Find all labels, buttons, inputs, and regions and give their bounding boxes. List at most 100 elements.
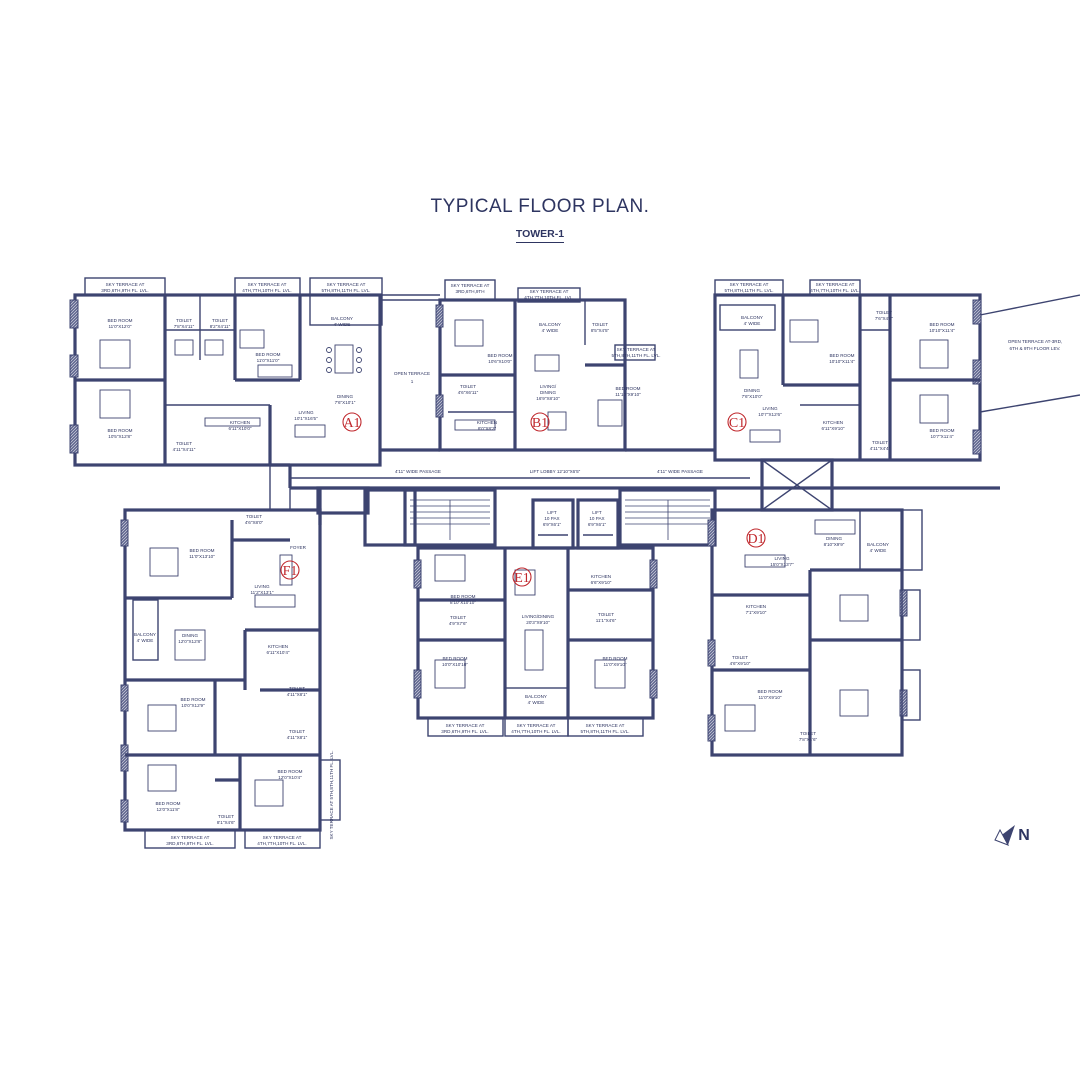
room-label-e1-bed1-line-1: 8'10"X10'10" <box>450 600 476 605</box>
room-label-d1-toilet2-line-0: TOILET <box>800 731 816 736</box>
north-arrow-icon: N <box>994 825 1030 846</box>
terrace-c1-left-1: SKY TERRACE AT <box>730 282 769 287</box>
stair-right <box>625 499 710 540</box>
room-label-c1-bed3-line-0: BED ROOM <box>929 428 954 433</box>
plan-title: TYPICAL FLOOR PLAN. <box>430 196 650 217</box>
room-label-a1-toilet3-line-0: TOILET <box>176 441 192 446</box>
terrace-b1-left-2: 3RD,6TH,9TH <box>455 289 484 294</box>
open-terrace-number: 1 <box>411 379 414 384</box>
room-label-f1-toilet2-line-1: 4'11"X8'1" <box>287 692 308 697</box>
lift-1-size: 6'9"X6'1" <box>543 522 562 527</box>
room-label-b1-toilet1-line-1: 8'5"X4'5" <box>591 328 610 333</box>
room-label-b1-bed2-line-1: 11'10"X9'10" <box>615 392 641 397</box>
terrace-a1-mid-2: 4TH,7TH,10TH FL. LVL. <box>242 288 291 293</box>
room-label-d1-dining-line-0: DINING <box>826 536 843 541</box>
room-label-f1-foyer-line-0: FOYER <box>290 545 307 550</box>
room-label-a1-toilet1-line-0: TOILET <box>176 318 192 323</box>
room-label-a1-bed1-line-1: 11'0"X12'0" <box>108 324 131 329</box>
room-label-f1-toilet4-line-0: TOILET <box>218 814 234 819</box>
room-label-e1-balcony-line-0: BALCONY <box>525 694 547 699</box>
room-label-b1-balcony-line-0: BALCONY <box>539 322 561 327</box>
room-label-b1-bed1-line-1: 10'6"X10'0" <box>488 359 512 364</box>
room-label-f1-kitchen-line-1: 6'11"X10'4" <box>266 650 289 655</box>
room-label-b1-bed1-line-0: BED ROOM <box>487 353 512 358</box>
terrace-a1-mid-1: SKY TERRACE AT <box>248 282 287 287</box>
room-label-f1-balcony-line-0: BALCONY <box>134 632 156 637</box>
room-label-b1-kitchen-line-1: 6'0"X8'2" <box>478 426 497 431</box>
room-label-e1-living-line-0: LIVING/DINING <box>522 614 555 619</box>
passage-left-label: 4'11" WIDE PASSAGE <box>395 469 441 474</box>
unit-b1-marker: B1 <box>530 412 550 432</box>
lift-2-label: LIFT <box>592 510 602 515</box>
terrace-e1-2: SKY TERRACE AT <box>517 723 556 728</box>
room-label-f1-toilet1-line-0: TOILET <box>246 514 262 519</box>
room-label-a1-toilet1-line-1: 7'8"X4'11" <box>174 324 195 329</box>
room-label-c1-balcony-line-1: 4' WIDE <box>744 321 761 326</box>
room-label-b1-sky-line-0: SKY TERRACE AT <box>617 347 656 352</box>
room-label-b1-toilet1-line-0: TOILET <box>592 322 608 327</box>
terrace-f1-2b: 4TH,7TH,10TH FL. LVL. <box>257 841 306 846</box>
terrace-a1-right-1: SKY TERRACE AT <box>327 282 366 287</box>
plan-subtitle: TOWER-1 <box>0 228 1080 243</box>
unit-e1-marker: E1 <box>512 567 532 587</box>
tower-label: TOWER-1 <box>515 228 565 243</box>
room-label-a1-toilet2-line-1: 8'2"X4'11" <box>210 324 231 329</box>
core-stairs-lifts <box>316 486 717 550</box>
open-terrace-callout-2: 6TH & 9TH FLOOR LEV. <box>1010 346 1061 351</box>
room-label-c1-bed2-line-1: 10'10"X11'4" <box>929 328 955 333</box>
room-label-d1-living-line-1: 15'0"X13'7" <box>770 562 794 567</box>
open-terrace-area <box>380 294 440 301</box>
unit-a1-marker: A1 <box>342 412 362 432</box>
room-label-a1-balcony-line-0: BALCONY <box>331 316 353 321</box>
room-label-c1-dining-line-1: 7'6"X10'0" <box>742 394 763 399</box>
room-label-f1-dining-line-1: 12'0"X12'8" <box>178 639 202 644</box>
room-label-a1-living-line-0: LIVING <box>298 410 313 415</box>
terrace-b1-right-2: 4TH,7TH,10TH FL. LVL. <box>524 295 573 300</box>
terrace-c1-left-2: 5TH,8TH,11TH FL. LVL. <box>724 288 773 293</box>
room-label-e1-kitchen-line-0: KITCHEN <box>591 574 611 579</box>
unit-c1-walls <box>713 279 982 462</box>
room-label-b1-living-line-0: LIVING/ <box>540 384 557 389</box>
terrace-e1-3: SKY TERRACE AT <box>586 723 625 728</box>
terrace-c1-right-1: SKY TERRACE AT <box>816 282 855 287</box>
lift-1-label: LIFT <box>547 510 557 515</box>
terrace-b1-right-1: SKY TERRACE AT <box>530 289 569 294</box>
room-label-f1-bed4-line-0: BED ROOM <box>155 801 180 806</box>
lift-2-pax: 10 PAX <box>589 516 604 521</box>
room-label-c1-balcony-line-0: BALCONY <box>741 315 763 320</box>
room-label-c1-toilet2-line-1: 4'11"X4'4" <box>870 446 891 451</box>
room-label-f1-bed1-line-0: BED ROOM <box>189 548 214 553</box>
room-label-d1-bed1-line-0: BED ROOM <box>757 689 782 694</box>
room-label-c1-kitchen-line-0: KITCHEN <box>823 420 843 425</box>
lift-2-size: 6'9"X6'1" <box>588 522 607 527</box>
room-label-f1-dining-line-0: DINING <box>182 633 199 638</box>
room-label-e1-toilet2-line-1: 11'1"X4'6" <box>596 618 617 623</box>
room-label-b1-living-line-2: 16'9"X8'10" <box>536 396 560 401</box>
room-label-d1-balcony-line-0: BALCONY <box>867 542 889 547</box>
room-label-a1-kitchen-line-0: KITCHEN <box>230 420 250 425</box>
room-label-a1-kitchen-line-1: 6'11"X10'0" <box>228 426 251 431</box>
room-label-c1-toilet1-line-1: 7'6"X4'6" <box>875 316 894 321</box>
room-label-e1-balcony-line-1: 4' WIDE <box>528 700 545 705</box>
terrace-a1-right-2: 5TH,8TH,11TH FL. LVL. <box>321 288 370 293</box>
terrace-a1-left-1: SKY TERRACE AT <box>106 282 145 287</box>
north-label: N <box>1018 827 1030 844</box>
terrace-callout-lines <box>979 294 1080 413</box>
unit-c1-label: C1 <box>729 416 745 431</box>
room-label-e1-toilet1-line-1: 4'9"X7'6" <box>449 621 468 626</box>
room-label-f1-bed1-line-1: 11'0"X13'10" <box>189 554 215 559</box>
room-label-e1-bed3-line-0: BED ROOM <box>602 656 627 661</box>
unit-a1-walls <box>69 277 383 467</box>
lift-1-pax: 10 PAX <box>544 516 559 521</box>
room-label-b1-living-line-1: DINING <box>540 390 557 395</box>
room-label-f1-toilet3-line-1: 4'11"X8'1" <box>287 735 308 740</box>
room-label-d1-kitchen-line-0: KITCHEN <box>746 604 766 609</box>
room-label-d1-toilet2-line-1: 7'8"X4'6" <box>799 737 818 742</box>
unit-a1-label: A1 <box>343 416 360 431</box>
room-label-f1-kitchen-line-0: KITCHEN <box>268 644 288 649</box>
terrace-f1-side: SKY TERRACE AT 5TH,8TH,11TH FL. LVL. <box>329 750 334 839</box>
room-label-b1-toilet2-line-1: 4'6"X6'11" <box>458 390 479 395</box>
room-label-a1-dining-line-1: 7'6"X10'1" <box>335 400 356 405</box>
room-label-c1-bed2-line-0: BED ROOM <box>929 322 954 327</box>
